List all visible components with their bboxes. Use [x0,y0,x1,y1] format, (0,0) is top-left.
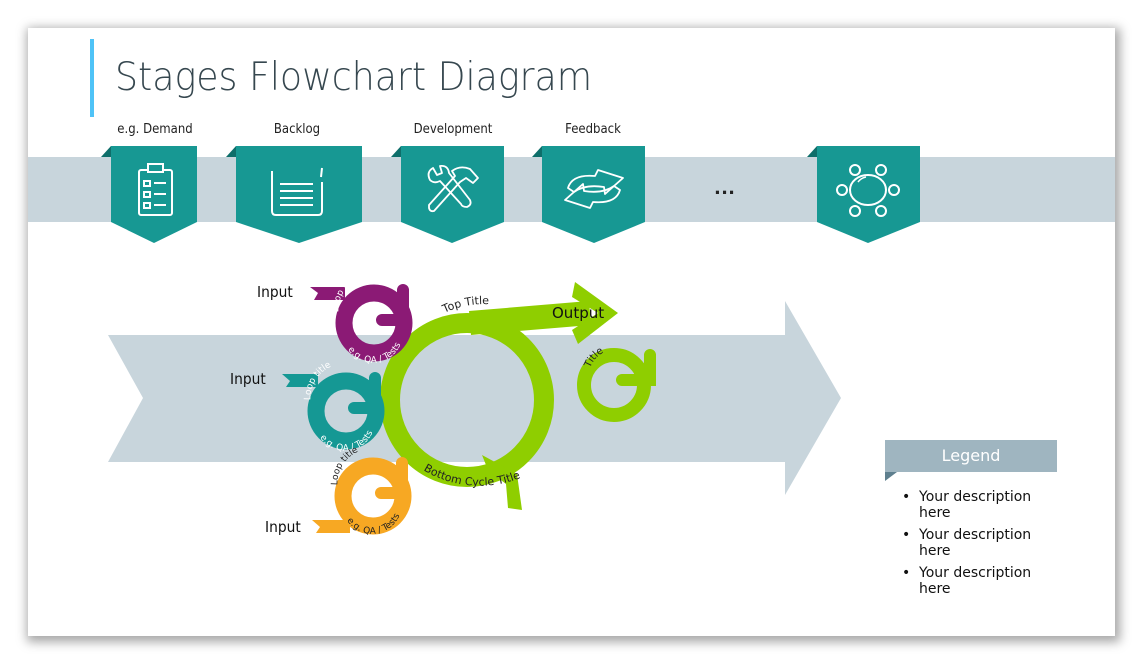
legend-item: • Your description here [900,565,1060,597]
bullet: • [902,527,911,543]
clipboard-checklist-icon [138,163,173,216]
input-label-teal: Input [230,370,266,388]
stage-label-development: Development [413,122,493,137]
input-label-purple: Input [257,283,293,301]
page-title: Stages Flowchart Diagram [115,55,593,100]
process-arrow [108,301,841,495]
bullet: • [902,565,911,581]
input-label-orange: Input [265,518,301,536]
legend-fold [885,472,897,481]
stages-ellipsis: ... [714,174,736,199]
backlog-container-icon [271,167,323,216]
legend-item: • Your description here [900,489,1060,521]
bullet: • [902,489,911,505]
stage-badge-feedback[interactable] [532,146,645,243]
legend-item-text: Your description here [919,565,1032,597]
legend-list: • Your description here • Your description… [900,489,1060,604]
main-cycle: Title Top Title Bottom Cycle Title Outpu… [380,282,656,510]
stage-badge-development[interactable] [391,146,504,243]
stage-label-feedback: Feedback [565,122,621,137]
output-label: Output [552,304,604,322]
loop-purple: Loop title e.g. QA / Tests [310,272,413,366]
output-arrow-head [572,282,618,344]
title-accent-bar [90,39,94,117]
slide [28,28,1115,636]
stage-badge-backlog[interactable] [226,146,362,243]
stage-label-backlog: Backlog [273,122,321,137]
refresh-arrows-icon [564,169,624,209]
wrench-hammer-icon [427,164,479,213]
legend-header: Legend [885,440,1057,472]
legend-item-text: Your description here [919,527,1032,559]
legend-item: • Your description here [900,527,1060,559]
meeting-table-icon [836,164,900,217]
loop-teal: Loop title e.g. QA / Tests [282,360,385,454]
stage-badge-demand[interactable] [101,146,197,243]
stage-label-demand: e.g. Demand [117,122,193,137]
legend-item-text: Your description here [919,489,1032,521]
bottom-cycle-arrow-head [482,455,522,510]
stage-badge-meeting[interactable] [807,146,920,243]
